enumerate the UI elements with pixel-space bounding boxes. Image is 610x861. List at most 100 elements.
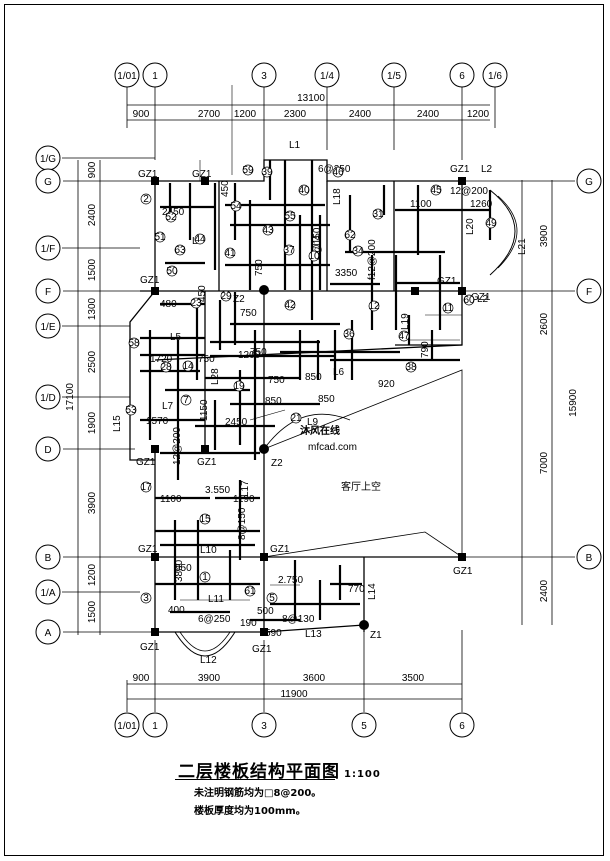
rebar-label-10: 2450 xyxy=(225,417,248,428)
mark-17 xyxy=(352,245,364,257)
axis-right-2-label: B xyxy=(586,553,593,564)
axis-right-1 xyxy=(576,278,602,304)
mark-label-12: 21 xyxy=(290,413,302,424)
mark-label-1: 2 xyxy=(143,194,149,205)
rebar-label-36: 6@250 xyxy=(198,614,231,625)
mark-6 xyxy=(442,302,454,314)
mark-label-15: 29 xyxy=(220,291,232,302)
column-label-10: GZ1 xyxy=(453,566,473,577)
dimension-lines xyxy=(77,104,553,700)
mark-32 xyxy=(154,231,166,243)
mark-25 xyxy=(262,224,274,236)
round-column-1 xyxy=(259,285,269,295)
left-dim-0: 900 xyxy=(87,161,98,178)
rebar-label-19: 750 xyxy=(198,354,215,365)
mark-22 xyxy=(298,184,310,196)
axis-left-9-label: A xyxy=(45,628,52,639)
mark-5 xyxy=(308,250,320,262)
axis-top-1-label: 1 xyxy=(152,71,158,82)
mark-14 xyxy=(160,361,172,373)
mark-0 xyxy=(199,571,211,583)
mark-10 xyxy=(140,481,152,493)
rebar-label-16: 750 xyxy=(240,308,257,319)
axis-left-7-label: B xyxy=(45,553,52,564)
rebar-label-30: 3800 xyxy=(174,559,185,582)
beam-label-7: L7 xyxy=(162,401,174,412)
round-column-label-2: Z2 xyxy=(271,458,283,469)
mark-label-16: 31 xyxy=(372,209,384,220)
axis-left-2-label: 1/F xyxy=(41,244,55,255)
rebar-label-8: 850 xyxy=(305,372,322,383)
column-9 xyxy=(260,553,268,561)
axis-top-3-label: 1/4 xyxy=(320,71,334,82)
mark-label-23: 41 xyxy=(224,248,236,259)
right-dim-2: 7000 xyxy=(539,451,550,474)
mark-label-3: 5 xyxy=(269,593,275,604)
axis-left-3-label: F xyxy=(45,287,51,298)
beam-label-12: L12 xyxy=(200,655,217,666)
beam-label-19: L20 xyxy=(465,218,476,235)
mark-3 xyxy=(266,592,278,604)
mark-31 xyxy=(166,265,178,277)
mark-label-42: 63 xyxy=(174,245,186,256)
mark-label-30: 49 xyxy=(485,218,497,229)
axis-left-2 xyxy=(35,235,61,261)
drawing-scale: 1:100 xyxy=(344,769,381,780)
mark-27 xyxy=(430,184,442,196)
axis-left-4 xyxy=(35,313,61,339)
watermark-url: mfcad.com xyxy=(308,442,357,453)
rebar-label-2: 1100 xyxy=(410,199,432,210)
column-label-0: GZ1 xyxy=(138,169,158,180)
column-label-4: GZ1 xyxy=(437,276,457,287)
rebar-label-27: 590 xyxy=(265,628,282,639)
rebar-label-25: 400 xyxy=(168,605,185,616)
column-label-3: GZ1 xyxy=(140,275,160,286)
mark-13 xyxy=(190,297,202,309)
top-dim-5: 2400 xyxy=(417,109,440,120)
column-7 xyxy=(201,445,209,453)
mark-label-35: 54 xyxy=(230,201,242,212)
left-dim-1: 2400 xyxy=(87,203,98,226)
round-column-0 xyxy=(359,620,369,630)
mark-2 xyxy=(140,592,152,604)
void-outline xyxy=(263,369,463,558)
axis-top-2 xyxy=(251,62,277,88)
round-column-label-0: Z1 xyxy=(370,630,382,641)
mark-1 xyxy=(140,193,152,205)
axis-right-0 xyxy=(576,168,602,194)
beam-label-9: L9 xyxy=(307,417,319,428)
rebar-label-29: 450 xyxy=(197,285,208,302)
column-label-5: GZ1 xyxy=(471,292,491,303)
axis-top-2-label: 3 xyxy=(261,71,267,82)
column-12 xyxy=(260,628,268,636)
mark-label-29: 47 xyxy=(398,331,410,342)
rebar-label-15: 750 xyxy=(254,259,265,276)
mark-label-6: 11 xyxy=(443,303,454,314)
bay-window-arc xyxy=(489,189,516,276)
axis-bottom-3-label: 5 xyxy=(361,721,367,732)
axis-left-5-label: 1/D xyxy=(40,393,56,404)
right-total: 15900 xyxy=(568,389,579,417)
rebar-label-7: 850 xyxy=(318,394,335,405)
left-total: 17100 xyxy=(65,383,76,411)
top-dim-6: 1200 xyxy=(467,109,490,120)
left-dim-7: 1200 xyxy=(87,563,98,586)
top-dim-1: 2700 xyxy=(198,109,221,120)
mark-11 xyxy=(233,380,245,392)
drawing-frame xyxy=(4,4,604,856)
mark-30 xyxy=(485,217,497,229)
rebar-label-18: 750 xyxy=(268,375,285,386)
mark-40 xyxy=(244,585,256,597)
mark-label-22: 40 xyxy=(298,185,310,196)
mark-label-10: 17 xyxy=(140,482,152,493)
axis-left-4-label: 1/E xyxy=(40,322,55,333)
mark-21 xyxy=(261,166,273,178)
beam-label-17: L18 xyxy=(332,188,343,205)
axis-left-6 xyxy=(35,436,61,462)
axis-bottom-4-label: 6 xyxy=(459,721,465,732)
right-dim-3: 2400 xyxy=(539,579,550,602)
beam-label-16: L17 xyxy=(240,480,251,497)
bottom-total: 11900 xyxy=(280,689,308,700)
axis-left-5 xyxy=(35,384,61,410)
mark-38 xyxy=(242,164,254,176)
